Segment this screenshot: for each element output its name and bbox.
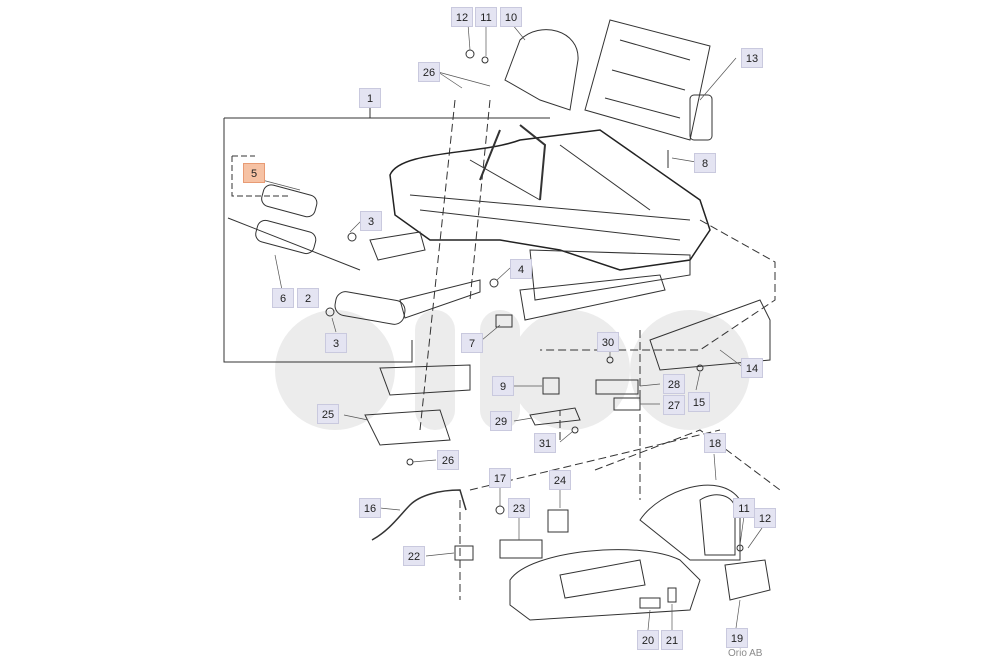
leader-lines [261,23,763,631]
callout-19[interactable]: 19 [726,628,748,648]
assembly-bracket [223,118,413,363]
seat-rails [529,249,691,301]
callout-28[interactable]: 28 [663,374,685,394]
callout-12[interactable]: 12 [451,7,473,27]
callout-3[interactable]: 3 [360,211,382,231]
callout-21[interactable]: 21 [661,630,683,650]
callout-31[interactable]: 31 [534,433,556,453]
callout-17[interactable]: 17 [489,468,511,488]
background-logo [275,310,750,430]
callout-22[interactable]: 22 [403,546,425,566]
seat-side-shield [509,549,701,621]
callout-6[interactable]: 6 [272,288,294,308]
callout-3[interactable]: 3 [325,333,347,353]
callout-12[interactable]: 12 [754,508,776,528]
callout-15[interactable]: 15 [688,392,710,412]
callout-5[interactable]: 5 [243,163,265,183]
callout-8[interactable]: 8 [694,153,716,173]
callout-29[interactable]: 29 [490,411,512,431]
callout-25[interactable]: 25 [317,404,339,424]
callout-11[interactable]: 11 [475,7,497,27]
callout-23[interactable]: 23 [508,498,530,518]
seat-frame [389,129,711,271]
callout-10[interactable]: 10 [500,7,522,27]
callout-26[interactable]: 26 [418,62,440,82]
callout-16[interactable]: 16 [359,498,381,518]
callout-26[interactable]: 26 [437,450,459,470]
callout-7[interactable]: 7 [461,333,483,353]
callout-9[interactable]: 9 [492,376,514,396]
callout-18[interactable]: 18 [704,433,726,453]
callout-27[interactable]: 27 [663,395,685,415]
callout-13[interactable]: 13 [741,48,763,68]
watermark-text: Orio AB [728,648,763,659]
callout-30[interactable]: 30 [597,332,619,352]
callout-4[interactable]: 4 [510,259,532,279]
callout-1[interactable]: 1 [359,88,381,108]
callout-20[interactable]: 20 [637,630,659,650]
side-trim [649,299,771,371]
callout-11[interactable]: 11 [733,498,755,518]
callout-24[interactable]: 24 [549,470,571,490]
callout-14[interactable]: 14 [741,358,763,378]
seat-cushion-panel [584,19,711,141]
wiring-harness [371,489,467,541]
callout-2[interactable]: 2 [297,288,319,308]
backrest-trim [504,29,579,111]
